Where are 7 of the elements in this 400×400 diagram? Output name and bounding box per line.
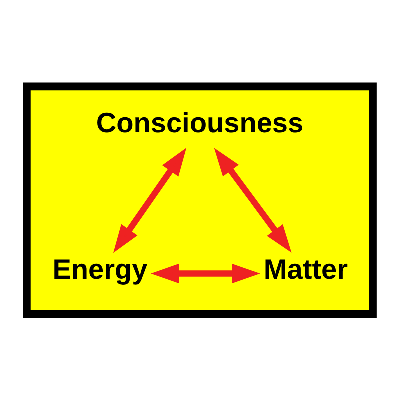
cluster <box>23 82 377 318</box>
arrow <box>151 263 260 284</box>
node-text: Matter <box>264 254 348 285</box>
node-text: Energy <box>52 254 148 285</box>
arrow <box>114 148 187 253</box>
arrow <box>214 148 292 252</box>
node-text: Consciousness <box>96 107 304 138</box>
